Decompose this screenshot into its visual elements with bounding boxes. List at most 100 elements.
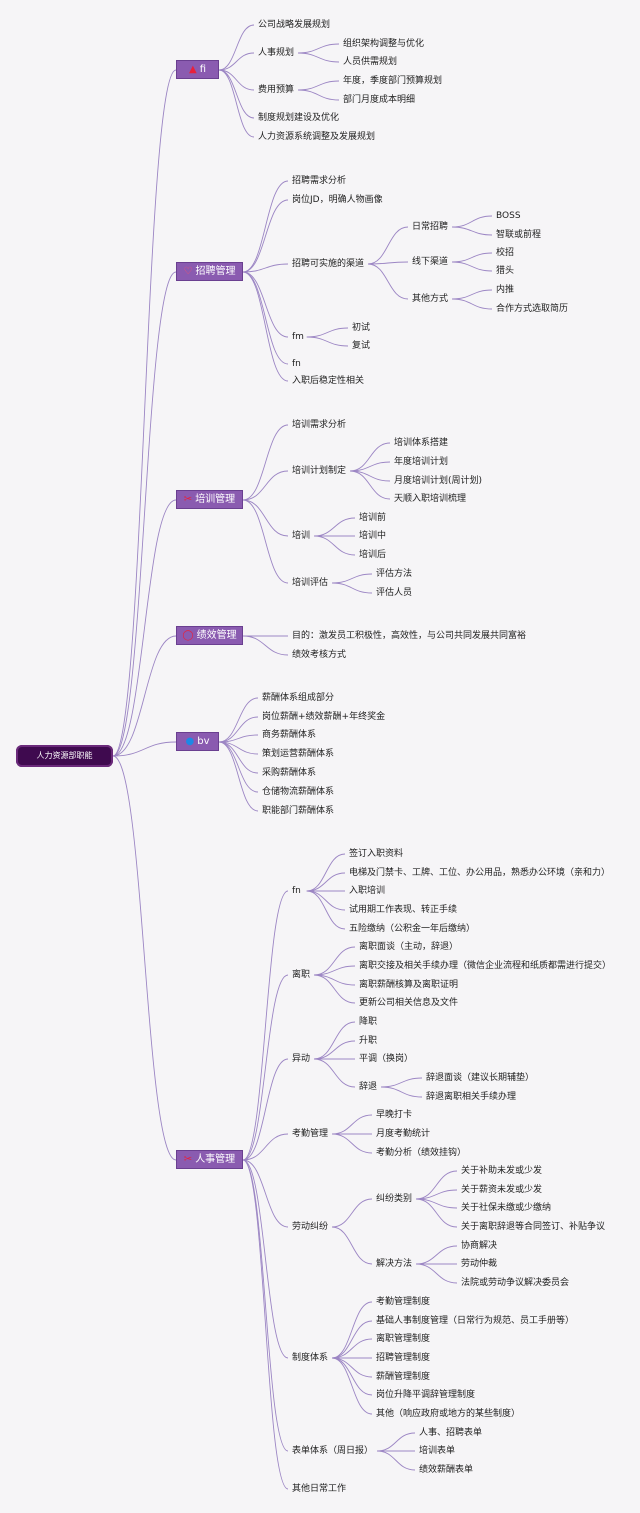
link-f4a <box>331 1114 373 1135</box>
link-d2 <box>242 635 289 656</box>
link-a5 <box>218 69 255 138</box>
link-f5a2 <box>415 1189 458 1200</box>
node-f1e: 五险缴纳（公积金一年后缴纳） <box>349 924 476 934</box>
node-e6: 仓储物流薪酬体系 <box>262 787 335 797</box>
link-f4c <box>331 1133 373 1154</box>
category-training: ✂培训管理 <box>176 490 243 509</box>
link-a2 <box>218 52 255 71</box>
node-f7a: 人事、招聘表单 <box>419 1428 483 1438</box>
node-f5a4: 关于离职辞退等合同签订、补贴争议 <box>461 1222 606 1232</box>
node-a3a: 年度，季度部门预算规划 <box>343 76 443 86</box>
node-f5a3: 关于社保未缴或少缴纳 <box>461 1203 552 1213</box>
node-f7: 表单体系（周日报） <box>292 1446 374 1456</box>
node-a5: 人力资源系统调整及发展规划 <box>258 132 376 142</box>
category-label: 培训管理 <box>195 494 236 505</box>
link-b5 <box>242 271 289 365</box>
node-b3b: 线下渠道 <box>412 257 449 267</box>
category-label: 招聘管理 <box>195 266 236 277</box>
category-label: 人事管理 <box>195 1154 236 1165</box>
link-f5 <box>242 1159 289 1228</box>
scissors-icon: ✂ <box>183 1153 193 1165</box>
link-c2b <box>349 461 391 472</box>
link-f7c <box>376 1450 416 1471</box>
node-f6d: 招聘管理制度 <box>376 1353 431 1363</box>
link-b3c2 <box>451 298 493 310</box>
link-f2d <box>313 974 356 1004</box>
link-root-category-strategy <box>112 69 177 757</box>
node-f6f: 岗位升降平调辞管理制度 <box>376 1390 476 1400</box>
node-c2a: 培训体系搭建 <box>394 438 449 448</box>
link-f8 <box>242 1159 289 1490</box>
link-f3a <box>313 1021 356 1060</box>
link-e1 <box>218 697 259 743</box>
link-c2a <box>349 442 391 472</box>
node-c3a: 培训前 <box>359 513 387 523</box>
node-e2: 岗位薪酬+绩效薪酬+年终奖金 <box>262 712 386 722</box>
node-e4: 策划运营薪酬体系 <box>262 749 335 759</box>
node-f5b3: 法院或劳动争议解决委员会 <box>461 1278 570 1288</box>
link-b3c1 <box>451 289 493 300</box>
link-f7 <box>242 1159 289 1452</box>
node-f1c: 入职培训 <box>349 886 386 896</box>
node-f6b: 基础人事制度管理（日常行为规范、员工手册等） <box>376 1316 575 1326</box>
link-f4 <box>242 1133 289 1161</box>
link-f2a <box>313 946 356 976</box>
node-f5b1: 协商解决 <box>461 1241 498 1251</box>
link-root-category-performance <box>112 635 177 757</box>
node-f6e: 薪酬管理制度 <box>376 1372 431 1382</box>
node-f3: 异动 <box>292 1054 311 1064</box>
link-b3a2 <box>451 226 493 236</box>
circle-icon: ◯ <box>182 629 194 641</box>
link-root-category-training <box>112 499 177 757</box>
node-a3: 费用预算 <box>258 85 295 95</box>
link-f5a <box>331 1198 373 1228</box>
link-f1b <box>306 872 346 892</box>
node-f5a2: 关于薪资未发或少发 <box>461 1185 543 1195</box>
link-c4 <box>242 499 289 584</box>
node-f6g: 其他（响应政府或地方的某些制度） <box>376 1409 521 1419</box>
link-f5a1 <box>415 1170 458 1200</box>
node-c2: 培训计划制定 <box>292 466 347 476</box>
node-f5b: 解决方法 <box>376 1259 413 1269</box>
link-f5b <box>331 1226 373 1265</box>
link-c2d <box>349 470 391 500</box>
link-f1d <box>306 890 346 911</box>
node-b3a1: BOSS <box>496 211 521 221</box>
link-root-category-compensation <box>112 741 177 757</box>
node-b3c1: 内推 <box>496 285 515 295</box>
node-f2a: 离职面谈（主动，辞退） <box>359 942 459 952</box>
node-f3b: 升职 <box>359 1036 378 1046</box>
link-root-category-personnel <box>112 755 177 1161</box>
node-f5a1: 关于补助未发或少发 <box>461 1166 543 1176</box>
link-a4 <box>218 69 255 119</box>
node-e3: 商务薪酬体系 <box>262 730 317 740</box>
node-f3a: 降职 <box>359 1017 378 1027</box>
link-c2 <box>242 470 289 501</box>
node-b4b: 复试 <box>352 341 371 351</box>
node-f1a: 签订入职资料 <box>349 849 404 859</box>
node-f7c: 绩效薪酬表单 <box>419 1465 474 1475</box>
link-a2a <box>297 43 340 54</box>
node-f4a: 早晚打卡 <box>376 1110 413 1120</box>
node-f5: 劳动纠纷 <box>292 1222 329 1232</box>
node-c2d: 天顺入职培训梳理 <box>394 494 467 504</box>
node-b3a: 日常招聘 <box>412 222 449 232</box>
node-b3: 招聘可实施的渠道 <box>292 259 365 269</box>
node-b3a2: 智联或前程 <box>496 230 542 240</box>
node-c2b: 年度培训计划 <box>394 457 449 467</box>
node-b3c: 其他方式 <box>412 294 449 304</box>
link-f3b <box>313 1040 356 1060</box>
node-e7: 职能部门薪酬体系 <box>262 806 335 816</box>
node-c3b: 培训中 <box>359 531 387 541</box>
node-b4a: 初试 <box>352 323 371 333</box>
link-c3c <box>313 535 356 556</box>
node-c1: 培训需求分析 <box>292 420 347 430</box>
link-f2c <box>313 974 356 986</box>
link-b4b <box>306 336 349 347</box>
node-f2c: 离职薪酬核算及离职证明 <box>359 980 459 990</box>
node-f6: 制度体系 <box>292 1353 329 1363</box>
node-c4: 培训评估 <box>292 578 329 588</box>
category-performance: ◯绩效管理 <box>176 626 243 645</box>
node-b5: fn <box>292 359 301 369</box>
link-c1 <box>242 424 289 501</box>
